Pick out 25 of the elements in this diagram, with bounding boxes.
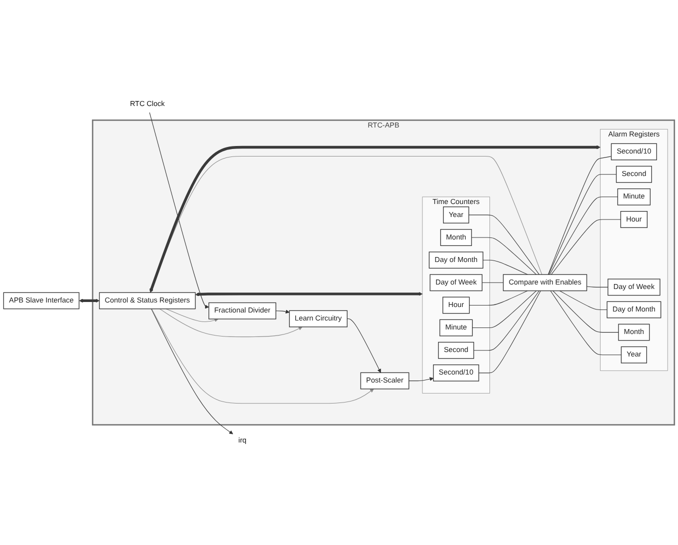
arrow (346, 318, 381, 373)
connector (549, 196, 618, 275)
arrow (151, 308, 234, 434)
connector (469, 290, 528, 306)
connector (471, 237, 537, 275)
connector (550, 219, 621, 275)
connector (468, 214, 540, 275)
connector (586, 286, 608, 288)
arrow (195, 292, 423, 296)
arrow (408, 377, 434, 382)
arrow (166, 308, 218, 322)
arrow (276, 310, 290, 314)
connector (548, 156, 612, 275)
arrow (159, 308, 302, 338)
connector (550, 290, 622, 356)
connector (559, 290, 608, 310)
connector (473, 290, 540, 351)
connector (478, 290, 541, 374)
connector (482, 260, 528, 275)
connector (548, 174, 617, 275)
connector (552, 290, 619, 333)
connector (482, 282, 504, 283)
connector (472, 290, 537, 328)
arrow (79, 298, 100, 303)
arrow (149, 112, 210, 309)
